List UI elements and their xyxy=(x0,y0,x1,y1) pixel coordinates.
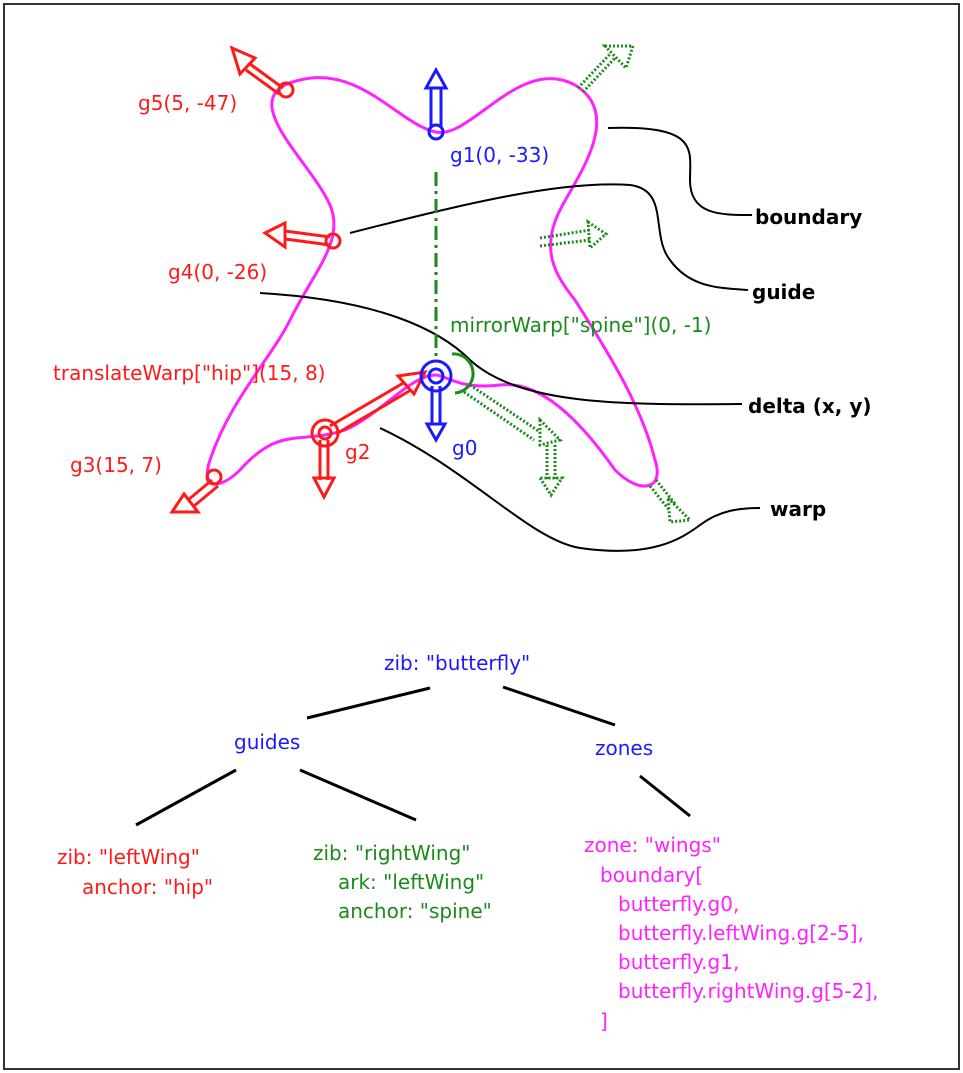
frame-border xyxy=(3,3,960,1070)
tree-root: zib: "butterfly" xyxy=(384,651,530,675)
label-g4: g4(0, -26) xyxy=(168,260,267,284)
g1-handle xyxy=(427,123,445,141)
label-g3: g3(15, 7) xyxy=(70,453,162,477)
legend-guide: guide xyxy=(752,280,815,304)
right-wing-node: zib: "rightWing" ark: "leftWing" anchor:… xyxy=(313,841,492,923)
zone-node: zone: "wings" boundary[ butterfly.g0, bu… xyxy=(584,833,878,1033)
g0-handle-inner xyxy=(427,367,445,385)
tree-line-guides-left xyxy=(135,768,237,827)
label-translate-warp: translateWarp["hip"](15, 8) xyxy=(53,361,325,385)
zone-line-6: butterfly.rightWing.g[5-2], xyxy=(618,979,878,1003)
label-g5: g5(5, -47) xyxy=(138,91,237,115)
left-wing-arrows xyxy=(169,45,428,514)
g5-handle xyxy=(277,81,295,99)
tree-guides: guides xyxy=(234,730,300,754)
mirrored-arrow-g2 xyxy=(463,383,565,498)
right-wing-line-1: zib: "rightWing" xyxy=(313,841,471,865)
zone-line-5: butterfly.g1, xyxy=(618,950,739,974)
tree-line-guides-right xyxy=(299,768,417,822)
g4-handle xyxy=(324,232,342,250)
zone-line-7: ] xyxy=(600,1009,608,1033)
zone-line-3: butterfly.g0, xyxy=(618,892,739,916)
label-mirror-warp: mirrorWarp["spine"](0, -1) xyxy=(450,313,711,337)
zone-line-4: butterfly.leftWing.g[2-5], xyxy=(618,921,864,945)
label-g1: g1(0, -33) xyxy=(450,143,549,167)
warp-leader-line xyxy=(379,427,761,552)
zone-line-1: zone: "wings" xyxy=(584,833,721,857)
blue-arrows xyxy=(419,66,453,444)
right-wing-line-3: anchor: "spine" xyxy=(338,899,492,923)
guide-leader-line xyxy=(349,183,749,291)
translate-warp-arrow xyxy=(329,370,428,436)
legend-delta: delta (x, y) xyxy=(748,394,872,418)
mirrored-arrows xyxy=(463,44,694,524)
boundary-leader-line xyxy=(607,126,753,216)
legend-boundary: boundary xyxy=(755,205,862,229)
delta-leader-line xyxy=(259,292,743,406)
tree-zones: zones xyxy=(595,736,653,760)
left-wing-line-2: anchor: "hip" xyxy=(82,875,213,899)
mirror-arc xyxy=(451,352,475,395)
legend-warp: warp xyxy=(770,497,826,521)
g3-arrow xyxy=(169,478,219,514)
g0-arrow xyxy=(424,386,448,444)
mirrored-arrow-g3 xyxy=(648,479,694,524)
g5-arrow xyxy=(229,45,284,96)
left-wing-line-1: zib: "leftWing" xyxy=(57,845,200,869)
tree-line-root-zones xyxy=(502,685,616,727)
left-wing-node: zib: "leftWing" anchor: "hip" xyxy=(57,845,213,899)
right-wing-line-2: ark: "leftWing" xyxy=(338,870,484,894)
mirrored-arrow-g5 xyxy=(576,44,636,94)
g0-handle-outer xyxy=(419,359,453,393)
zone-line-2: boundary[ xyxy=(600,863,703,887)
tree-line-zones-zone xyxy=(639,774,691,818)
g1-arrow xyxy=(423,66,449,127)
mirrored-arrow-g4 xyxy=(539,219,609,252)
g3-handle xyxy=(205,468,223,486)
label-g2: g2 xyxy=(345,440,370,464)
g2-handle-inner xyxy=(317,425,333,441)
g4-arrow xyxy=(262,220,331,250)
tree-line-root-guides xyxy=(306,686,431,720)
label-g0: g0 xyxy=(452,436,477,460)
boundary-shape xyxy=(205,76,659,488)
tree-lines xyxy=(135,685,691,827)
g2-arrow xyxy=(311,440,337,501)
